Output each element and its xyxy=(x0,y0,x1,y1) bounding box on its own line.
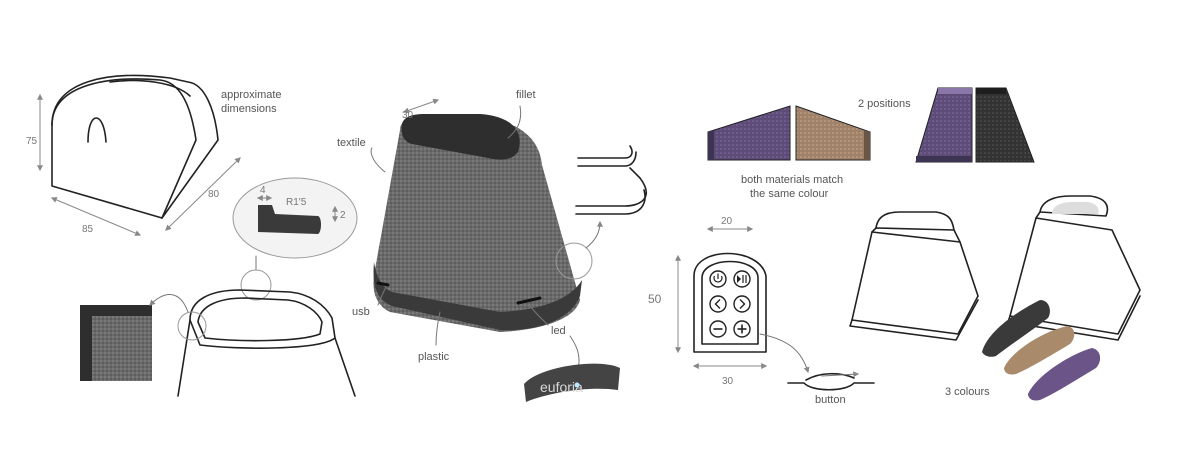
chevron-right-icon[interactable] xyxy=(733,295,751,313)
label-usb: usb xyxy=(352,306,370,318)
approx-label-1: approximate xyxy=(221,89,282,101)
corner-swatch xyxy=(80,294,189,381)
dim-width: 85 xyxy=(82,224,94,235)
minus-icon[interactable] xyxy=(709,320,727,338)
chevron-left-icon[interactable] xyxy=(709,295,727,313)
label-plastic: plastic xyxy=(418,351,450,363)
power-icon[interactable] xyxy=(709,270,727,288)
materials-label-1: both materials match xyxy=(741,174,843,186)
label-button: button xyxy=(815,394,846,406)
remote-width-top: 20 xyxy=(721,216,733,227)
brand-word: euforia xyxy=(540,379,583,395)
remote-height: 50 xyxy=(648,292,662,306)
edge-detail-bubble: 4 R1'5 2 xyxy=(232,177,358,301)
plus-icon[interactable] xyxy=(733,320,751,338)
label-led: led xyxy=(551,325,566,337)
play-pause-icon[interactable] xyxy=(733,270,751,288)
two-positions: 2 positions xyxy=(858,87,1035,163)
frustum-shapes xyxy=(849,195,1141,341)
dim-height: 75 xyxy=(26,136,38,147)
led-brand-strip: euforia xyxy=(524,335,620,402)
main-speaker: 30 fillet textile usb plastic led xyxy=(337,89,603,363)
approx-label-2: dimensions xyxy=(221,103,277,115)
detail-width: 4 xyxy=(260,185,266,196)
detail-height: 2 xyxy=(340,210,346,221)
label-textile: textile xyxy=(337,137,366,149)
dim-depth: 80 xyxy=(208,189,220,200)
material-pieces: both materials match the same colour xyxy=(707,105,871,200)
positions-label: 2 positions xyxy=(858,98,911,110)
remote-width-bottom: 30 xyxy=(722,376,734,387)
label-fillet: fillet xyxy=(516,89,536,101)
label-three-colours: 3 colours xyxy=(945,386,990,398)
button-section: button xyxy=(787,371,875,406)
top-tray-sketch xyxy=(177,289,356,397)
dim-top-depth: 30 xyxy=(402,110,414,121)
detail-radius: R1'5 xyxy=(286,197,307,208)
fillet-detail xyxy=(575,145,647,215)
led-dot xyxy=(574,382,580,388)
materials-label-2: the same colour xyxy=(750,188,829,200)
remote-control: 20 50 30 xyxy=(648,216,810,387)
dimension-sketch: 75 85 80 approximate dimensions xyxy=(26,74,282,236)
colour-swatches: 3 colours xyxy=(945,300,1101,401)
